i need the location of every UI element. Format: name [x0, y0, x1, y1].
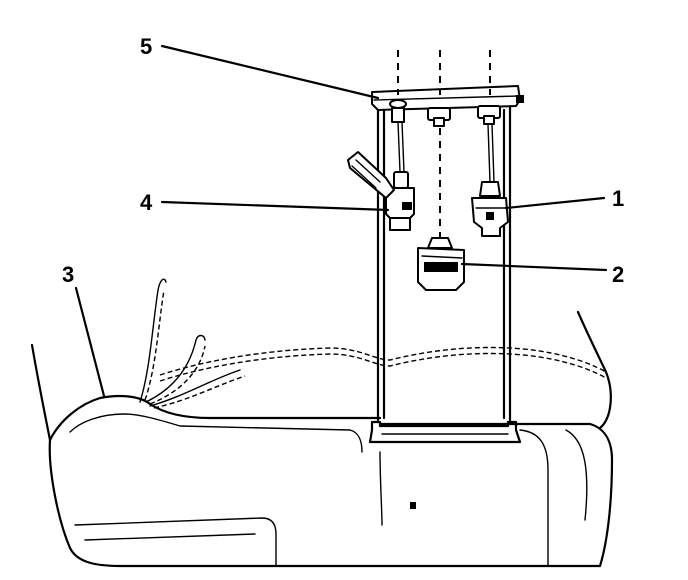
bracket-bottom-tab: [368, 420, 522, 444]
callout-1: 1: [612, 186, 624, 211]
connector-4: [347, 121, 415, 231]
seat-cushion: [30, 310, 614, 568]
callout-3: 3: [62, 262, 74, 287]
callout-4: 4: [140, 190, 153, 215]
connector-1-wire: [491, 123, 495, 183]
leader-lines: [74, 44, 608, 398]
bracket-slot-1: [389, 99, 407, 109]
seat-top-contour: [48, 394, 382, 442]
connector-4-latch: [402, 202, 412, 210]
connector-bracket-assembly: [368, 85, 524, 444]
callout-5: 5: [140, 34, 152, 59]
seat-bottom-recess: [74, 517, 277, 567]
connector-1-latch: [486, 212, 494, 220]
seat-bottom-recess-inner: [84, 533, 256, 541]
seat-back-left-edge: [30, 343, 52, 442]
connector-2-top: [427, 237, 453, 249]
seam-line-lower: [159, 352, 607, 382]
leader-line-4: [160, 200, 390, 212]
leader-line-1: [504, 196, 606, 210]
harness-wire: [144, 289, 165, 401]
connector-4-lower: [389, 217, 411, 231]
connector-4-wire: [397, 121, 401, 173]
leader-line-5: [160, 44, 380, 100]
seat-right-panel: [519, 429, 549, 567]
connector-4-plug-rib: [355, 159, 381, 183]
harness-wire: [145, 334, 206, 403]
connector-1-wire: [487, 123, 491, 183]
leader-line-2: [460, 262, 608, 272]
wire-harness: [139, 278, 246, 409]
bracket-nub: [433, 117, 445, 127]
seat-panel-divider: [379, 451, 383, 526]
connector-4-mating-plug: [347, 151, 395, 199]
harness-wire: [153, 375, 246, 409]
connector-2-edge: [421, 255, 463, 259]
seat-cushion-outline: [48, 422, 614, 568]
connector-2: [417, 237, 465, 291]
bracket-clip: [516, 95, 524, 103]
seat-right-panel-2: [565, 429, 588, 521]
bracket-nub: [483, 115, 495, 125]
connector-1-boot: [479, 181, 501, 197]
harness-wire: [139, 278, 167, 403]
bracket-nub: [391, 107, 405, 123]
seat-back-right-edge: [576, 310, 612, 430]
seam-line-upper: [159, 346, 607, 376]
trim-cover-seam: [159, 346, 607, 382]
insertion-guides: [397, 50, 491, 238]
harness-wire: [149, 345, 206, 405]
callout-2: 2: [612, 262, 624, 287]
harness-wire: [149, 369, 241, 407]
connector-1: [471, 123, 509, 237]
leader-line-3: [74, 286, 106, 398]
seat-side-panel: [69, 413, 363, 453]
connector-4-plug-rib: [351, 165, 377, 189]
seat-marker: [410, 502, 416, 509]
connector-4-boot: [393, 171, 409, 189]
connector-4-wire: [401, 121, 405, 173]
connector-2-face: [424, 262, 458, 272]
